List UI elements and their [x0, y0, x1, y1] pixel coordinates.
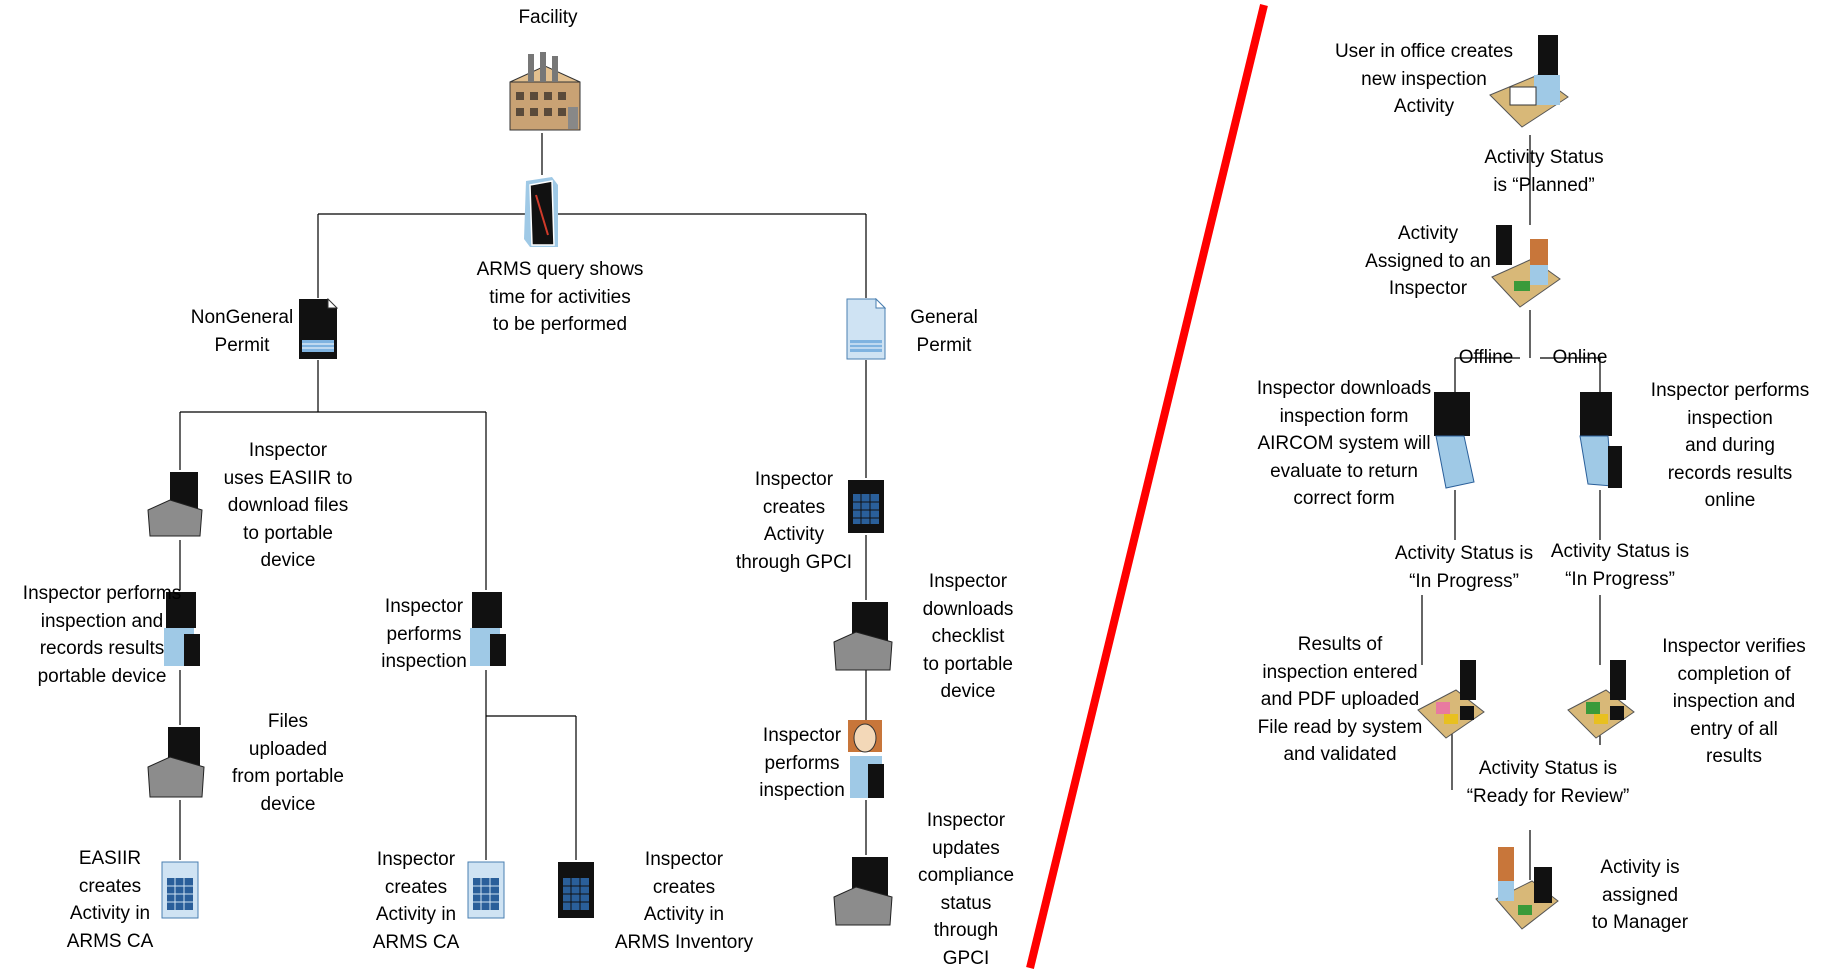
person-icon-right: [846, 720, 886, 800]
calculator-icon-ca: [466, 860, 506, 920]
document-icon-nongeneral: [298, 298, 338, 360]
label-facility: Facility: [518, 7, 578, 28]
office-desk-icon-user: [1488, 35, 1570, 135]
office-desk-icon-manager: [1494, 843, 1560, 931]
laptop-icon-checklist: [832, 600, 896, 672]
office-desk-icon-results: [1416, 660, 1486, 740]
document-icon-general: [846, 298, 886, 360]
label-status-in-progress-right: Activity Status is“In Progress”: [1550, 541, 1690, 590]
person-icon-online: [1578, 392, 1624, 490]
person-icon-offline: [1432, 392, 1478, 490]
laptop-icon-compliance: [832, 855, 896, 927]
label-status-ready: Activity Status is“Ready for Review”: [1466, 758, 1630, 807]
label-status-in-progress-left: Activity Status is“In Progress”: [1394, 543, 1534, 592]
label-offline: Offline: [1458, 347, 1514, 368]
calculator-icon-easiir: [160, 860, 200, 920]
office-desk-icon-verifies: [1566, 660, 1636, 740]
label-online: Online: [1552, 347, 1608, 368]
person-icon-portable: [160, 590, 202, 670]
calculator-icon-inventory: [556, 860, 596, 920]
laptop-icon-upload: [146, 725, 208, 800]
red-divider-line: [1026, 4, 1268, 969]
person-icon-mid: [466, 590, 508, 670]
laptop-icon-easiir: [146, 470, 206, 540]
server-icon: [522, 175, 562, 250]
office-desk-icon-assigned: [1490, 225, 1562, 310]
factory-icon: [508, 52, 582, 132]
calculator-icon-gpci: [846, 478, 886, 535]
